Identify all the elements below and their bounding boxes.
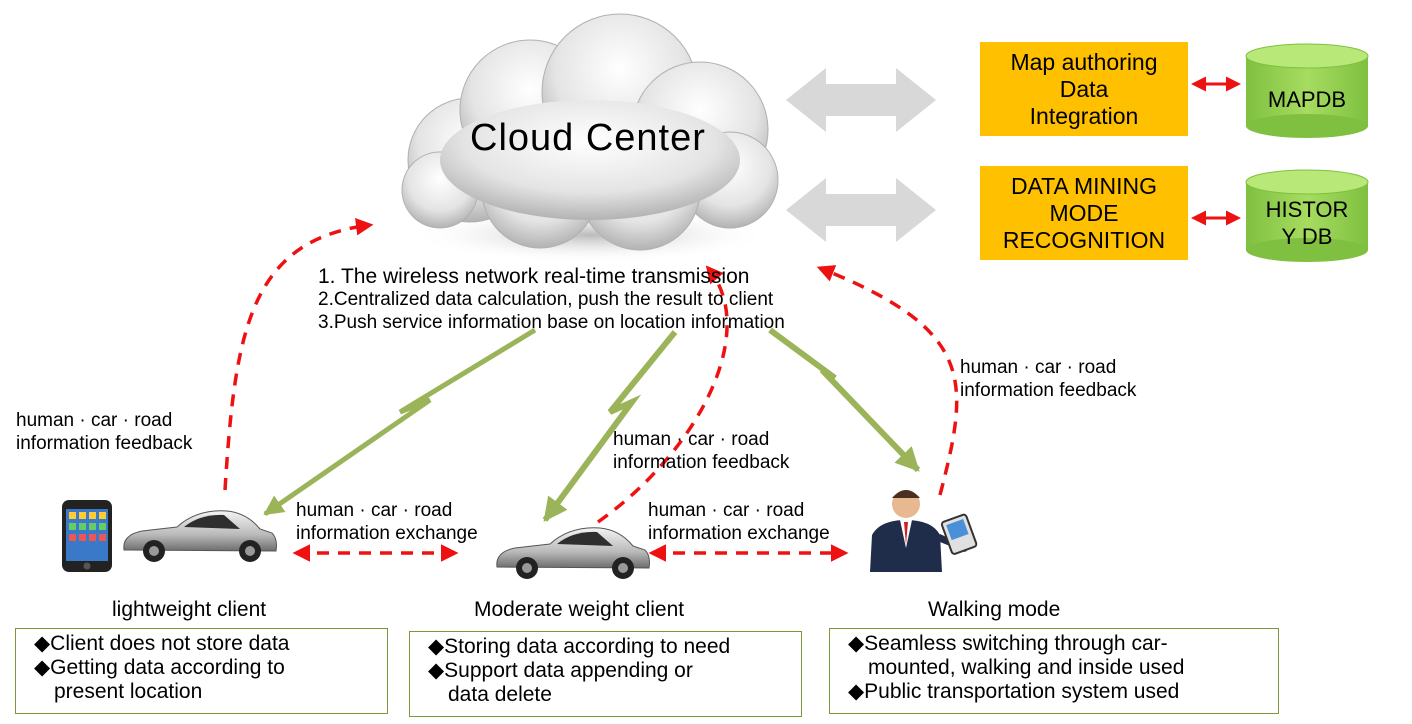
feature-item: mounted, walking and inside used	[868, 656, 1185, 679]
feedback-mid-line2: information feedback	[613, 452, 790, 473]
map-authoring-box: Map authoring Data Integration	[980, 42, 1188, 136]
map-authoring-line3: Integration	[1029, 102, 1139, 129]
car-icon-middle	[496, 527, 650, 579]
history-db-line1: HISTOR	[1265, 197, 1349, 222]
mapdb-label: MAPDB	[1267, 87, 1347, 112]
double-arrow-bottom	[786, 178, 936, 242]
data-mining-line3: RECOGNITION	[1002, 226, 1166, 253]
feedback-label-right: human · car · road information feedback	[960, 356, 1136, 402]
feedback-mid-line1: human · car · road	[613, 429, 770, 450]
history-db-line2: Y DB	[1281, 224, 1333, 249]
data-mining-line2: MODE	[1049, 199, 1119, 226]
moderate-client-title: Moderate weight client	[474, 598, 685, 621]
moderate-features-box: ◆Storing data according to need ◆Support…	[409, 631, 802, 717]
lightweight-client-title: lightweight client	[112, 598, 267, 621]
note-3: 3.Push service information base on locat…	[318, 312, 785, 333]
feedback-left-line1: human · car · road	[16, 410, 173, 431]
double-arrow-top	[786, 68, 936, 132]
panel-arrows	[1191, 76, 1241, 226]
feedback-arrows	[223, 218, 959, 562]
feedback-label-left: human · car · road information feedback	[16, 409, 192, 455]
feedback-label-middle: human · car · road information feedback	[613, 428, 789, 474]
feature-item: ◆Seamless switching through car-	[848, 632, 1168, 655]
walking-person-icon	[870, 490, 978, 572]
feature-item: ◆Public transportation system used	[848, 680, 1180, 703]
feature-item: data delete	[448, 683, 552, 706]
feedback-right-line2: information feedback	[960, 380, 1137, 401]
feedback-left-line2: information feedback	[16, 433, 193, 454]
history-db-label: HISTOR Y DB	[1246, 196, 1368, 250]
note-2: 2.Centralized data calculation, push the…	[318, 289, 774, 310]
cloud-center-title: Cloud Center	[470, 117, 706, 159]
smartphone-icon	[62, 500, 112, 572]
exchange-left-line1: human · car · road	[296, 500, 453, 521]
walking-mode-title: Walking mode	[928, 598, 1061, 621]
map-authoring-line2: Data	[1059, 75, 1109, 102]
exchange-right-line2: information exchange	[648, 523, 830, 544]
data-mining-box: DATA MINING MODE RECOGNITION	[980, 166, 1188, 260]
lightweight-features-box: ◆Client does not store data ◆Getting dat…	[15, 628, 388, 714]
note-1: 1. The wireless network real-time transm…	[318, 265, 750, 288]
exchange-left-line2: information exchange	[296, 523, 478, 544]
feature-item: present location	[54, 680, 203, 703]
cloud-center-shape	[401, 13, 779, 263]
history-db-cylinder	[1245, 169, 1369, 262]
feature-item: ◆Client does not store data	[34, 632, 290, 655]
exchange-label-left: human · car · road information exchange	[296, 499, 478, 545]
car-icon-left	[123, 510, 277, 562]
walking-features-box: ◆Seamless switching through car- mounted…	[829, 628, 1279, 714]
feature-item: ◆Getting data according to	[34, 656, 285, 679]
data-mining-line1: DATA MINING	[1010, 172, 1158, 199]
mapdb-cylinder	[1245, 43, 1369, 138]
exchange-right-line1: human · car · road	[648, 500, 805, 521]
feature-item: ◆Support data appending or	[428, 659, 693, 682]
feedback-right-line1: human · car · road	[960, 357, 1117, 378]
exchange-label-right: human · car · road information exchange	[648, 499, 830, 545]
map-authoring-line1: Map authoring	[1010, 48, 1158, 75]
feature-item: ◆Storing data according to need	[428, 635, 731, 658]
cloud-notes: 1. The wireless network real-time transm…	[318, 265, 785, 334]
signal-arrows	[263, 327, 921, 522]
